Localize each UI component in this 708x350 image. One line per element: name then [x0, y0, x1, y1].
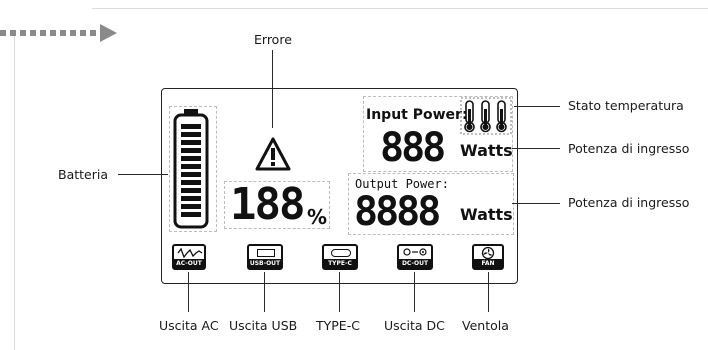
pointer-uscita-usb: [264, 272, 265, 312]
pointer-ventola: [488, 272, 489, 312]
output-power-digits: 8888: [354, 189, 441, 235]
output-power-label: Output Power:: [355, 177, 449, 191]
typec-icon: TYPE-C: [322, 244, 358, 270]
battery-area: [169, 106, 217, 232]
fan-label: FAN: [474, 259, 502, 268]
pointer-uscita-dc: [414, 272, 415, 312]
label-uscita-usb: Uscita USB: [229, 318, 298, 333]
fan-box-icon: FAN: [472, 244, 504, 270]
pointer-potenza-ingresso-2: [512, 203, 560, 204]
dc-port-icon: [403, 248, 427, 256]
frame-top-border: [92, 8, 708, 9]
label-batteria: Batteria: [58, 167, 108, 182]
usb-out-label: USB-OUT: [249, 259, 281, 268]
ac-wave-icon: [177, 247, 203, 259]
percent-sign: %: [307, 205, 328, 229]
usb-port-icon: [257, 249, 275, 257]
usb-out-icon: USB-OUT: [247, 244, 283, 270]
pointer-errore: [272, 50, 273, 128]
label-errore: Errore: [254, 32, 292, 47]
label-type-c: TYPE-C: [316, 318, 360, 333]
label-potenza-ingresso-2: Potenza di ingresso: [568, 195, 690, 210]
input-power-digits: 888: [380, 125, 446, 171]
label-uscita-dc: Uscita DC: [384, 318, 445, 333]
label-ventola: Ventola: [462, 318, 509, 333]
label-potenza-ingresso-1: Potenza di ingresso: [568, 141, 690, 156]
input-power-label: Input Power:: [366, 107, 468, 123]
frame-left-border: [14, 36, 15, 350]
label-uscita-ac: Uscita AC: [159, 318, 219, 333]
battery-percent-digits: 188: [230, 179, 305, 230]
pointer-potenza-ingresso-1: [512, 148, 560, 149]
label-stato-temperatura: Stato temperatura: [568, 98, 684, 113]
dc-out-icon: DC-OUT: [397, 244, 433, 270]
lcd-display: 188 % Input Power: 888 Watts Output Powe…: [161, 88, 518, 284]
input-watts-unit: Watts: [460, 141, 513, 160]
typec-port-icon: [331, 249, 351, 257]
battery-icon: [173, 109, 209, 229]
battery-percent-area: [224, 181, 330, 229]
output-watts-unit: Watts: [460, 205, 513, 224]
fan-icon: [481, 246, 495, 259]
ac-out-icon: AC-OUT: [172, 244, 206, 270]
pointer-stato-temperatura: [514, 106, 560, 107]
output-power-area: [348, 173, 514, 235]
pointer-batteria: [118, 174, 168, 175]
dc-out-label: DC-OUT: [399, 259, 431, 268]
thermometer-icon: [460, 97, 512, 135]
ac-out-label: AC-OUT: [174, 259, 204, 268]
warning-triangle-icon: [255, 137, 291, 171]
typec-label: TYPE-C: [324, 259, 356, 268]
input-power-area: [363, 96, 513, 172]
pointer-type-c: [339, 272, 340, 312]
pointer-uscita-ac: [188, 272, 189, 312]
